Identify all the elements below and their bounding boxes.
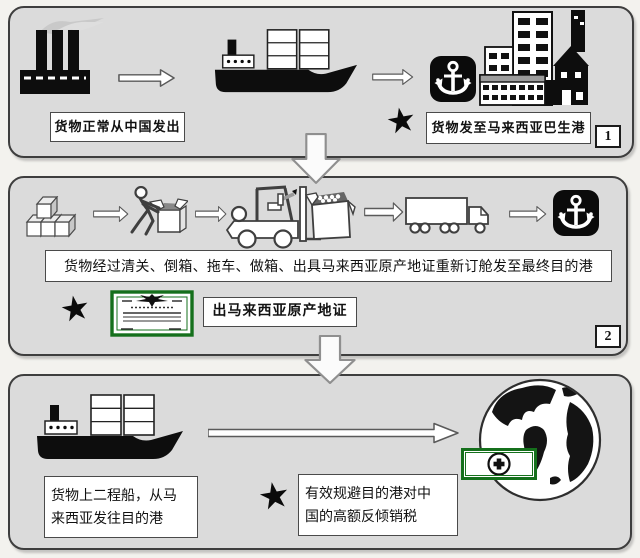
step1-caption-port: 货物发至马来西亚巴生港	[426, 112, 591, 144]
right-arrow-icon	[195, 205, 227, 223]
certificate-icon	[110, 290, 194, 337]
step1-caption-port-text: 货物发至马来西亚巴生港	[431, 119, 586, 135]
down-arrow-icon	[291, 133, 341, 184]
factory-icon	[20, 18, 104, 94]
step1-caption-factory: 货物正常从中国发出	[50, 112, 185, 142]
panel-step-1: ★ 货物正常从中国发出 货物发至马来西亚巴生港 1	[8, 6, 634, 158]
cargo-boxes-icon	[25, 196, 77, 238]
target-port-marker	[461, 448, 537, 480]
panel-step-3: 货物上二程船，从马 来西亚发往目的港 ★ 有效规避目的港对中 国的高额反倾销税	[8, 374, 632, 550]
star-icon: ★	[56, 287, 94, 331]
step3-caption-benefit: 有效规避目的港对中 国的高额反倾销税	[298, 474, 458, 536]
plus-target-icon	[487, 452, 511, 476]
step3-caption-benefit-line2: 国的高额反倾销税	[305, 508, 417, 524]
worker-packing-icon	[130, 186, 188, 236]
forklift-icon	[226, 185, 356, 249]
certificate-caption: 出马来西亚原产地证	[203, 297, 357, 327]
right-arrow-icon	[372, 68, 414, 86]
step2-process-caption: 货物经过清关、倒箱、拖车、做箱、出具马来西亚原产地证重新订舱发至最终目的港	[45, 250, 612, 282]
globe-icon	[478, 378, 602, 502]
step3-caption-ship: 货物上二程船，从马 来西亚发往目的港	[44, 476, 198, 538]
step-number-badge-2: 2	[595, 325, 621, 348]
panel-step-2: 货物经过清关、倒箱、拖车、做箱、出具马来西亚原产地证重新订舱发至最终目的港 ★ …	[8, 176, 628, 356]
step2-process-caption-text: 货物经过清关、倒箱、拖车、做箱、出具马来西亚原产地证重新订舱发至最终目的港	[63, 258, 594, 274]
cargo-ship-icon	[214, 29, 358, 93]
long-right-arrow-icon	[208, 422, 459, 444]
right-arrow-icon	[93, 205, 129, 223]
truck-icon	[405, 197, 489, 234]
right-arrow-icon	[118, 69, 175, 87]
down-arrow-icon	[304, 335, 356, 385]
right-arrow-icon	[509, 205, 547, 223]
step1-caption-factory-text: 货物正常从中国发出	[54, 118, 181, 134]
certificate-caption-text: 出马来西亚原产地证	[212, 304, 348, 320]
star-icon: ★	[382, 99, 420, 143]
city-buildings-icon	[479, 10, 589, 106]
cargo-ship-icon	[36, 394, 184, 460]
anchor-port-icon	[551, 189, 601, 237]
step3-caption-ship-line2: 来西亚发往目的港	[51, 510, 163, 526]
star-icon: ★	[254, 472, 294, 519]
step-number-badge-1: 1	[595, 125, 621, 148]
right-arrow-icon	[364, 202, 404, 222]
anchor-port-icon	[428, 55, 478, 103]
step3-caption-benefit-line1: 有效规避目的港对中	[305, 485, 431, 501]
step3-caption-ship-line1: 货物上二程船，从马	[51, 487, 177, 503]
